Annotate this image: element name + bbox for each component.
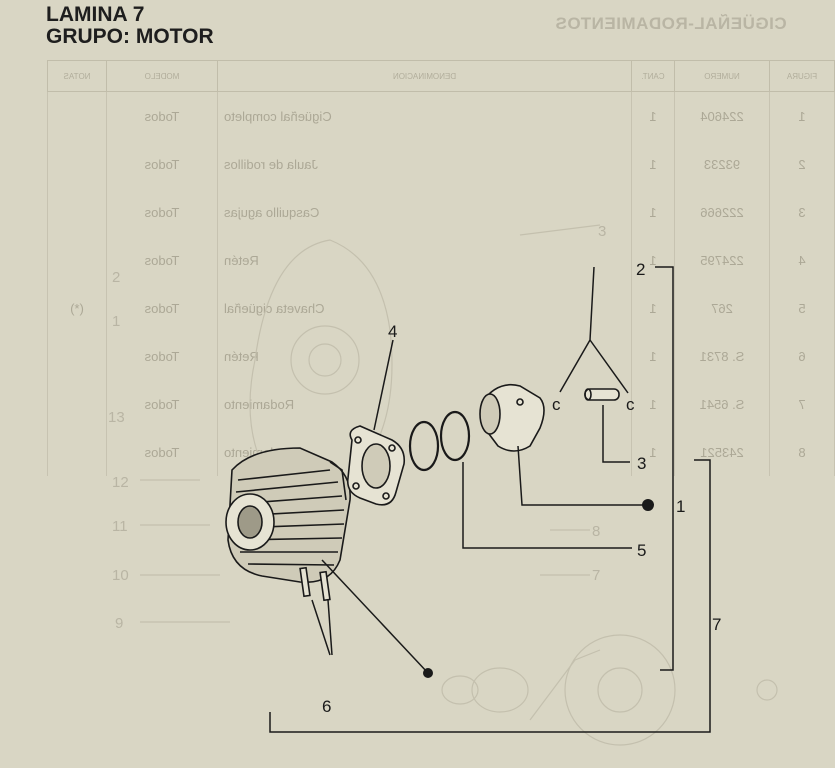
leader-2a bbox=[559, 266, 595, 393]
gasket-bolt-hole-4 bbox=[352, 482, 360, 490]
studs bbox=[299, 566, 331, 602]
ghost-gear-hub bbox=[597, 667, 643, 713]
engine-parts bbox=[225, 383, 620, 602]
ghost-leader-h bbox=[519, 224, 601, 236]
ghost-washer-outline bbox=[756, 679, 778, 701]
stud-left bbox=[299, 566, 311, 598]
leader-cylinder bbox=[321, 559, 429, 674]
piston-pin-hole bbox=[516, 398, 524, 406]
ghost-label-5: 10 bbox=[112, 567, 129, 584]
leader-3 bbox=[602, 405, 630, 463]
cylinder-bore bbox=[237, 505, 263, 539]
ghost-bearing-inner bbox=[308, 343, 342, 377]
callout-7: 7 bbox=[712, 615, 721, 634]
gasket-bolt-hole-3 bbox=[382, 492, 390, 500]
bracket-group-2 bbox=[655, 266, 674, 671]
ghost-gear-outline bbox=[564, 634, 676, 746]
leader-4 bbox=[373, 339, 394, 431]
callout-clip-a: c bbox=[552, 395, 561, 414]
ghost-label-4: 11 bbox=[112, 518, 128, 535]
gasket-bolt-hole-1 bbox=[354, 436, 362, 444]
leader-2b bbox=[589, 339, 629, 394]
callout-3: 3 bbox=[637, 454, 646, 473]
piston-ring-1 bbox=[408, 420, 440, 472]
leader-dot-1 bbox=[642, 499, 654, 511]
ghost-leader-a bbox=[529, 649, 601, 721]
leader-dot-cylinder bbox=[423, 668, 433, 678]
ghost-label-2: 13 bbox=[108, 409, 125, 426]
leader-5 bbox=[462, 462, 632, 549]
ghost-ring-outline bbox=[441, 675, 479, 705]
callout-4: 4 bbox=[388, 322, 397, 341]
ghost-label-0: 2 bbox=[112, 269, 120, 286]
callout-6: 6 bbox=[322, 697, 331, 716]
piston-ring-2 bbox=[439, 410, 471, 462]
pin-end bbox=[584, 388, 592, 401]
callout-2: 2 bbox=[636, 260, 645, 279]
callout-1: 1 bbox=[676, 497, 685, 516]
piston-pin bbox=[584, 388, 620, 401]
bracket-group-7 bbox=[269, 459, 711, 733]
piston-crown bbox=[479, 393, 501, 435]
lamina-title: LAMINA 7 bbox=[46, 3, 145, 26]
ghost-seal-outline bbox=[471, 667, 529, 713]
fin-2 bbox=[235, 481, 339, 493]
gasket-hole bbox=[361, 443, 391, 489]
callouts: 1 2 3 4 5 6 7 c c bbox=[322, 260, 721, 716]
leader-lines bbox=[269, 266, 711, 733]
ghost-label-6: 9 bbox=[115, 615, 123, 632]
callout-clip-b: c bbox=[626, 395, 635, 414]
piston bbox=[479, 383, 545, 452]
ghost-labels: 2 1 13 12 11 10 9 8 7 3 bbox=[108, 223, 606, 632]
ghost-label-8: 7 bbox=[592, 567, 600, 584]
grupo-title: GRUPO: MOTOR bbox=[46, 25, 214, 48]
leader-6a bbox=[327, 599, 333, 656]
header: LAMINA 7 GRUPO: MOTOR bbox=[46, 4, 214, 48]
base-gasket bbox=[346, 425, 406, 506]
ghost-label-7: 8 bbox=[592, 523, 600, 540]
callout-5: 5 bbox=[637, 541, 646, 560]
ghost-label-3: 12 bbox=[112, 474, 129, 491]
cylinder-side bbox=[329, 461, 347, 501]
leader-1 bbox=[517, 445, 648, 506]
stud-right bbox=[319, 570, 331, 602]
gasket-bolt-hole-2 bbox=[388, 444, 396, 452]
ghost-bearing-outline bbox=[290, 325, 360, 395]
fin-1 bbox=[237, 469, 331, 481]
cylinder-block bbox=[225, 447, 351, 584]
ghost-label-1: 1 bbox=[112, 313, 120, 330]
leader-6b bbox=[311, 599, 331, 656]
fin-8 bbox=[247, 563, 335, 566]
ghost-label-9: 3 bbox=[598, 223, 606, 240]
